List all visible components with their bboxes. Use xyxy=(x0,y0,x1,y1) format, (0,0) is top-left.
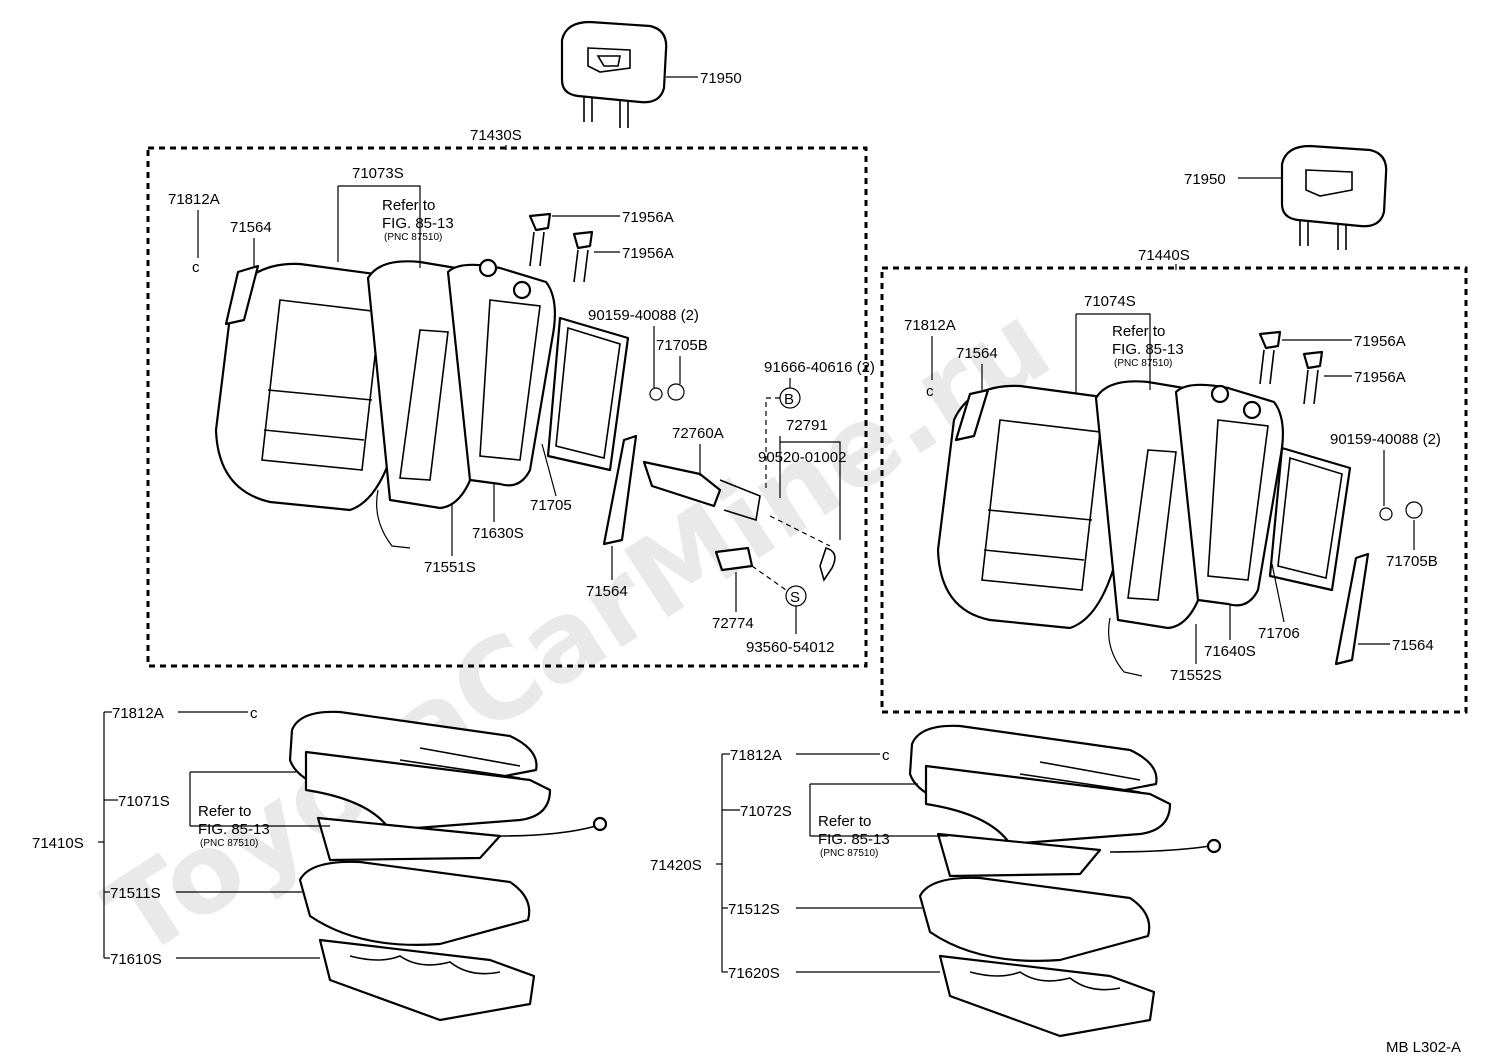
label-cushion-left-fig: FIG. 85-13 xyxy=(198,821,270,838)
label-board-left: 71705B xyxy=(656,337,708,354)
label-fig-right: FIG. 85-13 xyxy=(1112,341,1184,358)
label-pad-left: 71564 xyxy=(230,219,272,236)
label-cushion-right-cover: 71072S xyxy=(740,803,792,820)
recliner-left xyxy=(642,460,836,582)
board-clip-right xyxy=(1405,501,1423,519)
seatback-frame-left xyxy=(446,258,557,487)
label-guide-right-2: 71956A xyxy=(1354,369,1406,386)
hog-ring-left-glyph: c xyxy=(192,259,200,276)
label-guide-right-1: 71956A xyxy=(1354,333,1406,350)
label-board-right: 71705B xyxy=(1386,553,1438,570)
label-pin-left: 90520-01002 xyxy=(758,449,846,466)
label-cover-right: 71074S xyxy=(1084,293,1136,310)
label-cover-left: 71073S xyxy=(352,165,404,182)
label-pnc-left: (PNC 87510) xyxy=(384,232,442,243)
label-refer-left: Refer to xyxy=(382,197,435,214)
label-refer-right: Refer to xyxy=(1112,323,1165,340)
label-cushion-right-group: 71420S xyxy=(650,857,702,874)
cushion-right-ring-glyph: c xyxy=(882,747,890,764)
label-bracket-left: 72760A xyxy=(672,425,724,442)
label-spring-left: 71630S xyxy=(472,525,524,542)
label-board-frame-left: 71705 xyxy=(530,497,572,514)
label-knob-left: 72791 xyxy=(786,417,828,434)
label-frame-right: 71440S xyxy=(1138,247,1190,264)
label-screw-left: 90159-40088 (2) xyxy=(588,307,699,324)
label-pad-bottom-left: 71551S xyxy=(424,559,476,576)
label-cushion-left-refer: Refer to xyxy=(198,803,251,820)
label-screw-right: 90159-40088 (2) xyxy=(1330,431,1441,448)
label-cushion-left-ring: 71812A xyxy=(112,705,164,722)
label-headrest-top: 71950 xyxy=(700,70,742,87)
label-cushion-left-pnc: (PNC 87510) xyxy=(200,838,258,849)
cushion-left-drawing xyxy=(288,710,608,1022)
wire-right xyxy=(1108,617,1143,677)
screw-right xyxy=(1379,507,1393,521)
label-spring-right: 71640S xyxy=(1204,643,1256,660)
label-cushion-right-fig: FIG. 85-13 xyxy=(818,831,890,848)
label-hog-ring-left: 71812A xyxy=(168,191,220,208)
label-hog-ring-right: 71812A xyxy=(904,317,956,334)
side-pad-right xyxy=(954,388,1370,666)
label-cushion-left-group: 71410S xyxy=(32,835,84,852)
guide-left xyxy=(528,212,594,283)
wire-left xyxy=(376,489,411,549)
label-cushion-right-pad: 71512S xyxy=(728,901,780,918)
board-clip-left xyxy=(667,383,685,401)
guide-right xyxy=(1258,330,1324,405)
label-fig-left: FIG. 85-13 xyxy=(382,215,454,232)
side-pad-left xyxy=(224,264,638,546)
label-frame-right-part: 71706 xyxy=(1258,625,1300,642)
label-cushion-left-frame: 71610S xyxy=(110,951,162,968)
label-cushion-right-pnc: (PNC 87510) xyxy=(820,848,878,859)
cushion-left-ring-glyph: c xyxy=(250,705,258,722)
label-screw-bottom-left: 93560-54012 xyxy=(746,639,834,656)
seatback-board-right xyxy=(1268,446,1352,592)
label-cushion-left-pad: 71511S xyxy=(110,885,161,902)
label-pad-bottom-right: 71552S xyxy=(1170,667,1222,684)
label-pad-side-left: 71564 xyxy=(586,583,628,600)
screw-left xyxy=(649,387,663,401)
label-cover-knob-left: 72774 xyxy=(712,615,754,632)
label-s-mark: S xyxy=(790,589,800,606)
figure-code: MB L302-A xyxy=(1386,1039,1461,1056)
seatback-board-left xyxy=(546,316,630,472)
label-cushion-left-cover: 71071S xyxy=(118,793,170,810)
label-cushion-right-frame: 71620S xyxy=(728,965,780,982)
frame-left-group xyxy=(146,146,868,668)
cushion-right-drawing xyxy=(908,724,1222,1038)
label-cushion-right-ring: 71812A xyxy=(730,747,782,764)
frame-right-group xyxy=(880,266,1468,714)
seatback-frame-right xyxy=(1174,383,1285,607)
label-cushion-right-refer: Refer to xyxy=(818,813,871,830)
label-pad-side-right: 71564 xyxy=(1392,637,1434,654)
label-headrest-right: 71950 xyxy=(1184,171,1226,188)
label-guide-left-2: 71956A xyxy=(622,245,674,262)
label-pad-right: 71564 xyxy=(956,345,998,362)
label-b-mark: B xyxy=(784,391,794,408)
hog-ring-right-glyph: c xyxy=(926,383,934,400)
headrest-left-drawing xyxy=(560,20,668,128)
headrest-right-drawing xyxy=(1280,144,1388,250)
label-frame-left: 71430S xyxy=(470,127,522,144)
label-bolt-left: 91666-40616 (2) xyxy=(764,359,875,376)
label-guide-left-1: 71956A xyxy=(622,209,674,226)
label-pnc-right: (PNC 87510) xyxy=(1114,358,1172,369)
